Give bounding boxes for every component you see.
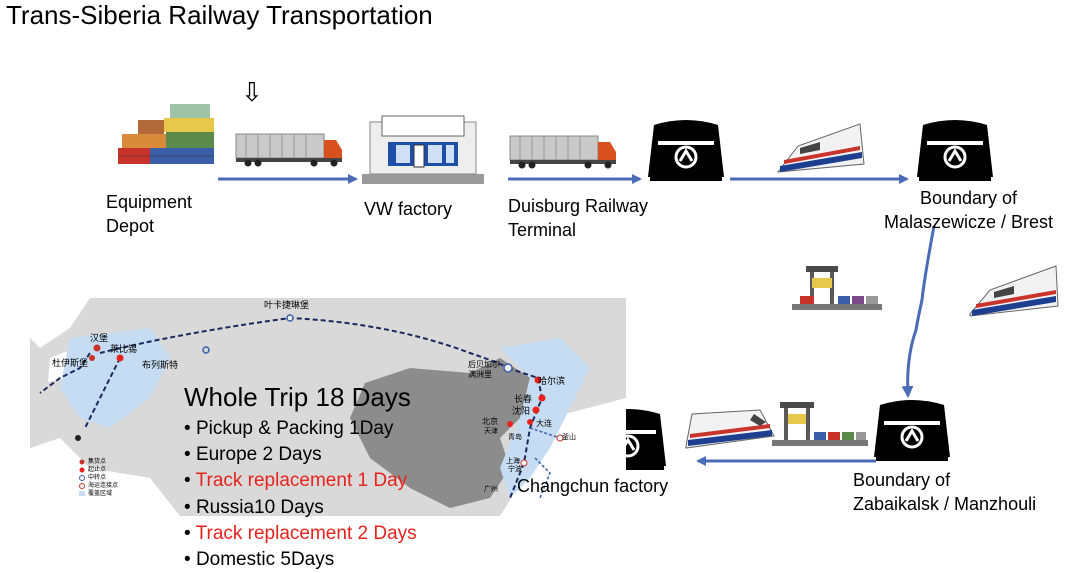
map-label-tianjin: 天津 xyxy=(484,428,498,435)
map-label-shanghai: 上海 xyxy=(506,458,520,465)
map-label-shenyang: 沈阳 xyxy=(512,406,531,416)
map-legend-item: 海运连接点 xyxy=(88,483,119,489)
map-label-harbin: 哈尔滨 xyxy=(538,376,566,386)
map-legend-item: 覆盖区域 xyxy=(88,491,113,497)
node-label-malaszewicze: Boundary of Malaszewicze / Brest xyxy=(884,188,1054,232)
map-label-hamburg: 汉堡 xyxy=(90,333,109,343)
route-map-graphic xyxy=(30,298,626,516)
trip-summary-item: Track replacement 1 Day xyxy=(184,468,417,494)
map-legend: 集货点 起止点 中转点 海运连接点 覆盖区域 xyxy=(88,458,118,498)
truck-icon xyxy=(509,135,616,169)
trip-summary-item: Track replacement 2 Days xyxy=(184,521,417,547)
trip-summary-item-text: Domestic 5Days xyxy=(195,549,335,571)
node-label-zabaikalsk: Boundary of Zabaikalsk / Manzhouli xyxy=(853,470,1037,514)
node-label-vw-factory: VW factory xyxy=(364,199,453,219)
railway-logo-icon xyxy=(648,120,724,181)
map-label-busan: 釜山 xyxy=(562,434,576,441)
trip-summary-item: Europe 2 Days xyxy=(184,442,417,468)
map-label-liege: 莱比锡 xyxy=(110,344,138,354)
map-label-qingdao: 青岛 xyxy=(508,434,522,441)
down-arrow-icon: ⇩ xyxy=(241,77,263,107)
map-label-dalian: 大连 xyxy=(536,419,552,428)
trip-summary-item-text: Track replacement 2 Days xyxy=(195,522,417,544)
trip-summary-item: Domestic 5Days xyxy=(184,547,417,573)
map-legend-item: 集货点 xyxy=(88,459,107,465)
locomotive-icon xyxy=(969,265,1059,317)
locomotive-icon xyxy=(776,123,865,173)
locomotive-icon xyxy=(685,409,775,449)
node-label-changchun: Changchun factory xyxy=(517,476,669,496)
truck-icon xyxy=(235,133,342,167)
map-label-changchun: 长春 xyxy=(514,394,533,404)
crane-yard-icon xyxy=(792,266,882,310)
trip-summary-item-text: Russia10 Days xyxy=(195,496,324,518)
trip-summary-item-text: Track replacement 1 Day xyxy=(195,470,408,492)
trip-summary-item-text: Europe 2 Days xyxy=(195,444,322,466)
map-label-manzhouli: 后贝加尔 满洲里 xyxy=(468,360,500,379)
route-map: 叶卡捷琳堡 汉堡 莱比锡 杜伊斯堡 布列斯特 后贝加尔 满洲里 哈尔滨 长春 沈… xyxy=(30,298,626,516)
map-legend-item: 起止点 xyxy=(88,467,107,473)
map-legend-item: 中转点 xyxy=(88,475,107,481)
crane-yard-icon xyxy=(772,402,868,446)
map-label-ningbo: 宁波 xyxy=(508,466,522,473)
railway-logo-icon xyxy=(874,400,950,461)
trip-summary-item: Russia10 Days xyxy=(184,495,417,521)
trip-summary-item: Pickup & Packing 1Day xyxy=(184,416,417,442)
map-label-brest: 布列斯特 xyxy=(142,360,179,370)
trip-summary-item-text: Pickup & Packing 1Day xyxy=(195,418,394,439)
map-label-beijing: 北京 xyxy=(482,417,498,426)
flow-arrow xyxy=(901,225,936,398)
map-label-yekaterinburg: 叶卡捷琳堡 xyxy=(264,300,310,310)
node-label-equipment-depot: Equipment Depot xyxy=(106,192,193,236)
container-stack-icon xyxy=(118,104,214,164)
map-label-guangzhou: 广州 xyxy=(484,486,498,493)
trip-summary-list: Pickup & Packing 1DayEurope 2 DaysTrack … xyxy=(184,416,417,573)
node-label-duisburg: Duisburg Railway Terminal xyxy=(508,196,649,240)
page-title: Trans-Siberia Railway Transportation xyxy=(6,0,433,30)
map-label-duisburg: 杜伊斯堡 xyxy=(52,358,89,368)
trip-summary-title: Whole Trip 18 Days xyxy=(184,382,411,412)
factory-building-icon xyxy=(362,115,484,184)
railway-logo-icon xyxy=(917,120,993,181)
